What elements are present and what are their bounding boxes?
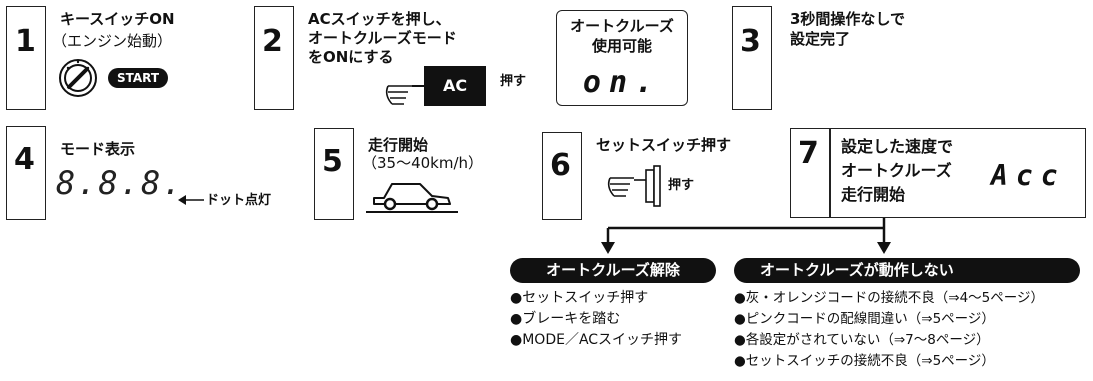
dot-lit-note: ドット点灯 [206,193,272,208]
start-badge: START [108,68,169,88]
arrow-left-icon [178,195,204,205]
acc-display: Acc [991,159,1066,192]
not-working-item-1: ●灰・オレンジコードの接続不良（⇒4～5ページ） [734,290,1044,306]
step-3-number: 3 [740,24,761,59]
panel-line2: 使用可能 [591,37,652,55]
step-7-box: 7 設定した速度で オートクルーズ 走行開始 Acc [790,128,1086,218]
release-item-1: ●セットスイッチ押す [510,290,649,306]
step-1-box: 1 [6,6,46,110]
set-switch-hand-icon [607,165,661,207]
step-6-number: 6 [550,148,571,183]
panel-line1: オートクルーズ [570,17,674,35]
release-item-2: ●ブレーキを踏む [510,311,621,327]
step-1-title: キースイッチON [60,10,175,28]
step-7-line3: 走行開始 [841,185,906,204]
cruise-available-panel: オートクルーズ 使用可能 on. [556,10,688,106]
step-7-number: 7 [798,136,819,171]
step-5-box: 5 [314,128,354,220]
step-1-subtitle: （エンジン始動） [52,32,173,50]
pointing-hand-icon [385,85,424,105]
panel-display: on. [582,65,662,100]
not-working-list: ●灰・オレンジコードの接続不良（⇒4～5ページ） ●ピンクコードの配線間違い（⇒… [734,288,1044,372]
step-5-title: 走行開始 [368,136,429,154]
step-5-speed: （35～40km/h） [362,154,484,172]
step-6-press-label: 押す [668,178,695,193]
car-icon [366,183,458,213]
step-4-box: 4 [6,126,46,220]
step-2-line2: オートクルーズモード [308,29,457,47]
key-switch-icon [59,59,97,97]
not-working-item-4: ●セットスイッチの接続不良（⇒5ページ） [734,353,995,369]
release-list: ●セットスイッチ押す ●ブレーキを踏む ●MODE／ACスイッチ押す [510,288,682,351]
step-6-box: 6 [542,132,582,220]
release-item-3: ●MODE／ACスイッチ押す [510,332,683,348]
step-5-number: 5 [322,144,343,179]
step-4-title: モード表示 [60,140,136,158]
step-2-line1: ACスイッチを押し、 [308,10,451,28]
branch-arrows [601,218,891,254]
step-7-divider [829,129,831,217]
step-4-number: 4 [14,142,35,177]
step-7-line1: 設定した速度で [841,137,954,156]
step-3-line1: 3秒間操作なしで [790,10,905,28]
step-2-line3: をONにする [308,48,394,66]
not-working-title: オートクルーズが動作しない [734,258,1080,283]
release-title: オートクルーズ解除 [510,258,716,283]
mode-display: 8.8.8. [56,164,184,202]
step-7-line2: オートクルーズ [841,161,952,180]
ac-button: AC [424,66,486,106]
step-3-box: 3 [732,6,772,110]
not-working-item-2: ●ピンクコードの配線間違い（⇒5ページ） [734,311,995,327]
step-6-title: セットスイッチ押す [596,136,732,154]
not-working-item-3: ●各設定がされていない（⇒7～8ページ） [734,332,990,348]
step-2-box: 2 [254,6,294,110]
step-3-line2: 設定完了 [790,30,851,48]
step-1-number: 1 [15,24,36,59]
step-2-press-label: 押す [500,74,527,89]
step-2-number: 2 [262,24,283,59]
